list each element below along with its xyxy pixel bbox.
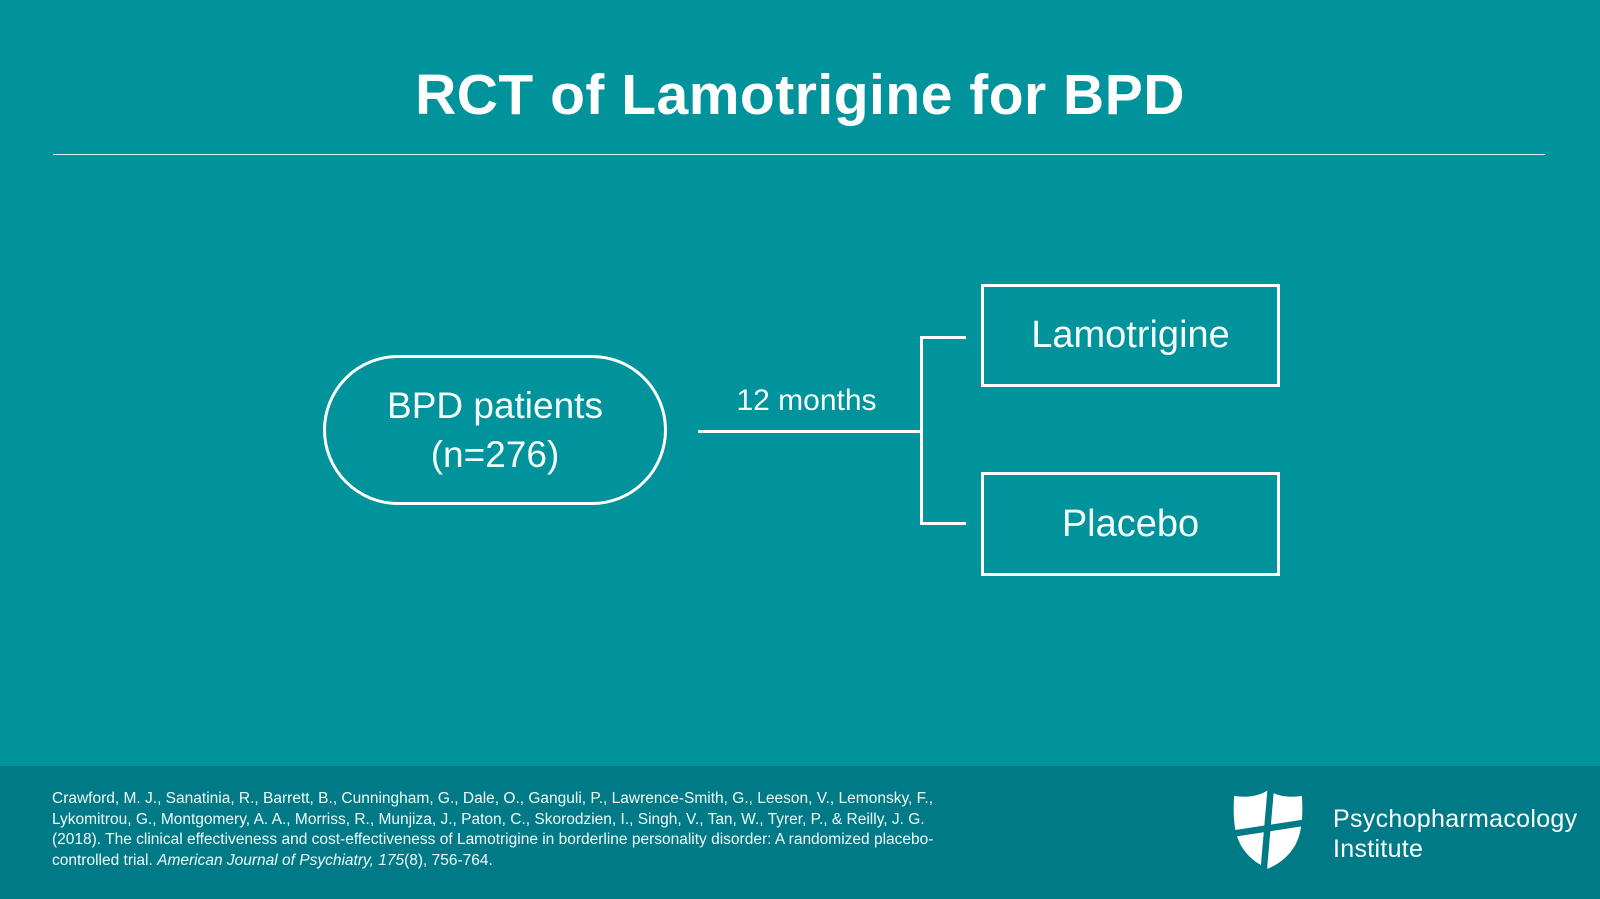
duration-label: 12 months <box>736 384 877 417</box>
placebo-arm-node: Placebo <box>981 472 1280 576</box>
bracket-top-stub <box>923 336 966 339</box>
connector-line <box>698 430 920 433</box>
slide-title: RCT of Lamotrigine for BPD <box>415 63 1185 127</box>
brand-name: Psychopharmacology Institute <box>1333 804 1577 864</box>
population-label-line1: BPD patients <box>387 385 603 426</box>
treatment-arm-node: Lamotrigine <box>981 284 1280 387</box>
title-divider <box>53 154 1545 155</box>
citation-line: (2018). The clinical effectiveness and c… <box>52 831 934 848</box>
population-node: BPD patients (n=276) <box>323 355 667 505</box>
bracket-bottom-stub <box>923 522 966 525</box>
bracket-vertical-line <box>920 336 923 525</box>
citation-line: controlled trial. American Journal of Ps… <box>52 851 933 872</box>
brand-name-line1: Psychopharmacology <box>1333 805 1578 833</box>
citation-journal-name: American Journal of Psychiatry, 175 <box>157 851 405 869</box>
institute-logo: Psychopharmacology Institute <box>1230 786 1577 875</box>
citation-line4-start: controlled trial. <box>52 851 158 869</box>
citation-line: Lykomitrou, G., Montgomery, A. A., Morri… <box>52 810 925 828</box>
treatment-arm-label: Lamotrigine <box>1031 314 1230 356</box>
citation: Crawford, M. J., Sanatinia, R., Barrett,… <box>52 789 933 871</box>
population-label-line2: (n=276) <box>430 434 560 475</box>
placebo-arm-label: Placebo <box>1061 502 1200 545</box>
citation-line4-end: (8), 756-764. <box>404 851 493 869</box>
brand-name-line2: Institute <box>1333 835 1424 863</box>
citation-line: Crawford, M. J., Sanatinia, R., Barrett,… <box>52 790 934 807</box>
shield-cross-icon <box>1230 786 1306 875</box>
footer: Crawford, M. J., Sanatinia, R., Barrett,… <box>0 766 1600 899</box>
